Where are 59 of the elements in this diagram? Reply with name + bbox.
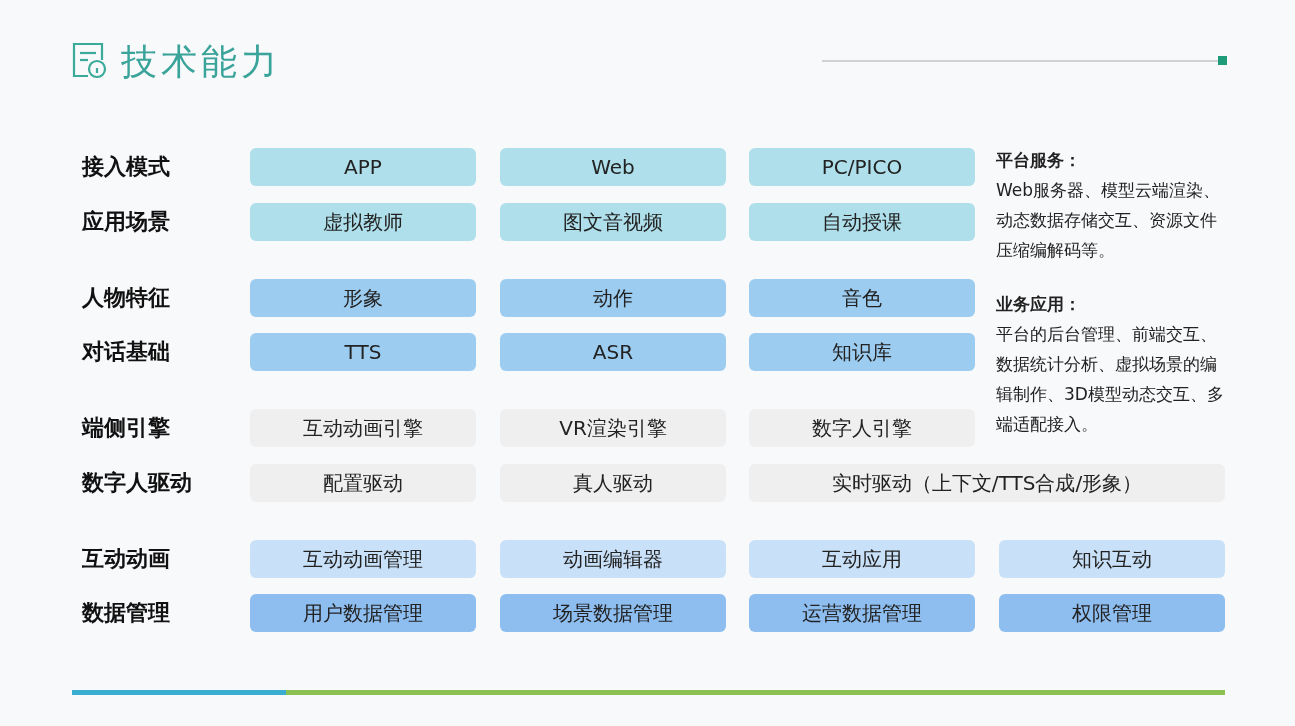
capability-box — [250, 594, 476, 632]
capability-box — [749, 540, 975, 578]
box-label: 实时驱动（上下文/TTS合成/形象） — [831, 469, 1143, 497]
box-label: PC/PICO — [821, 155, 903, 179]
section-heading: 平台服务： — [996, 149, 1082, 172]
box-label: 互动应用 — [822, 545, 902, 573]
capability-box — [999, 594, 1225, 632]
capability-box — [500, 203, 726, 241]
box-label: VR渲染引擎 — [559, 414, 667, 442]
capability-box — [250, 540, 476, 578]
section-heading: 业务应用： — [996, 293, 1082, 316]
capability-box — [749, 594, 975, 632]
box-label: 音色 — [842, 284, 882, 312]
row-header: 应用场景 — [82, 208, 170, 236]
box-label: 知识互动 — [1072, 545, 1152, 573]
box-label: TTS — [344, 340, 382, 364]
capability-box — [500, 594, 726, 632]
description-text: 平台的后台管理、前端交互、数据统计分析、虚拟场景的编辑制作、3D模型动态交互、多端适配接入。 — [996, 323, 1225, 436]
box-label: 配置驱动 — [323, 469, 403, 497]
box-label: 自动授课 — [822, 208, 902, 236]
box-label: Web — [591, 155, 635, 179]
row-header: 数据管理 — [82, 599, 170, 627]
box-label: 虚拟教师 — [323, 208, 403, 236]
box-label: 知识库 — [832, 338, 892, 366]
capability-box — [749, 203, 975, 241]
capability-box — [500, 148, 726, 186]
capability-box — [749, 333, 975, 371]
capability-box — [500, 540, 726, 578]
capability-box — [250, 203, 476, 241]
row-header: 端侧引擎 — [82, 414, 170, 442]
capability-box — [500, 279, 726, 317]
capability-box — [999, 540, 1225, 578]
box-label: 动画编辑器 — [563, 545, 663, 573]
box-label: 互动动画引擎 — [303, 414, 423, 442]
box-label: 真人驱动 — [573, 469, 653, 497]
box-label: 数字人引擎 — [812, 414, 912, 442]
row-header: 对话基础 — [82, 338, 170, 366]
description-text: Web服务器、模型云端渲染、动态数据存储交互、资源文件压缩编解码等。 — [996, 179, 1222, 262]
row-header: 接入模式 — [82, 153, 170, 181]
page-title: 技术能力 — [121, 40, 281, 84]
row-header: 数字人驱动 — [82, 469, 192, 497]
box-label: APP — [344, 155, 382, 179]
capability-box — [749, 279, 975, 317]
box-label: 互动动画管理 — [303, 545, 423, 573]
capability-box — [250, 279, 476, 317]
box-label: 场景数据管理 — [553, 599, 673, 627]
box-label: 运营数据管理 — [802, 599, 922, 627]
capability-box — [250, 333, 476, 371]
row-header: 人物特征 — [82, 284, 170, 312]
box-label: 形象 — [343, 284, 383, 312]
capability-box — [500, 333, 726, 371]
box-label: 图文音视频 — [563, 208, 663, 236]
box-label: ASR — [592, 340, 634, 364]
capability-box — [749, 148, 975, 186]
capability-box — [250, 148, 476, 186]
box-label: 动作 — [593, 284, 633, 312]
box-label: 用户数据管理 — [303, 599, 423, 627]
row-header: 互动动画 — [82, 545, 170, 573]
box-label: 权限管理 — [1072, 599, 1152, 627]
